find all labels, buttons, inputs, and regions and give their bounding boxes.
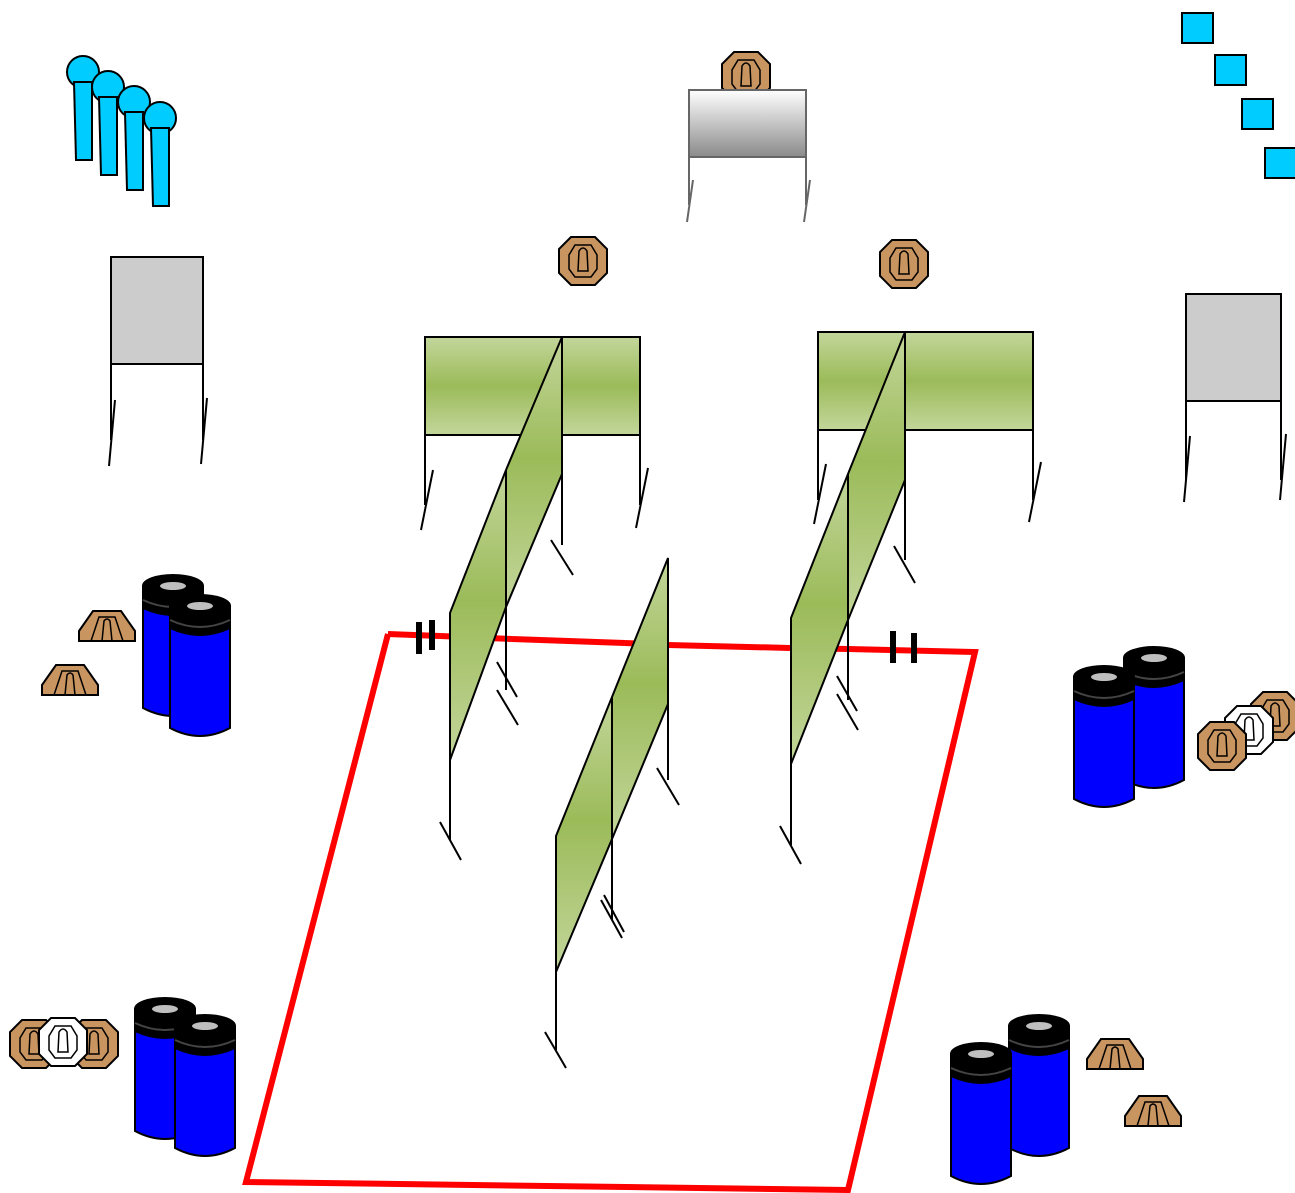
barrel-icon	[169, 594, 231, 737]
barricade-icon	[686, 89, 811, 223]
barrel-icon	[950, 1042, 1012, 1185]
octagon-target-icon	[1086, 1038, 1144, 1070]
no-shoot-target-icon	[38, 1017, 88, 1067]
barrel-icon	[174, 1014, 236, 1157]
steel-plate-icon	[1241, 98, 1274, 130]
octagon-target-icon	[879, 239, 929, 289]
steel-plate-icon	[1264, 147, 1295, 179]
wall-panel-icon	[544, 696, 625, 1069]
wall-panel-icon	[779, 473, 859, 865]
steel-plate-icon	[1214, 54, 1247, 86]
octagon-target-icon	[41, 664, 99, 696]
barricade-icon	[108, 256, 208, 467]
octagon-target-icon	[78, 610, 136, 642]
wall-panel-icon	[813, 331, 1042, 525]
octagon-target-icon	[558, 236, 608, 286]
octagon-target-icon	[1197, 721, 1247, 771]
steel-popper-icon	[117, 85, 151, 191]
steel-plate-icon	[1181, 12, 1214, 44]
steel-popper-icon	[143, 101, 177, 207]
barrel-icon	[1008, 1014, 1070, 1157]
steel-popper-icon	[66, 55, 100, 161]
barrel-icon	[1073, 665, 1135, 808]
wall-panel-icon	[439, 469, 519, 861]
octagon-target-icon	[1124, 1095, 1182, 1127]
start-marker-icon	[890, 631, 917, 663]
start-marker-icon	[416, 620, 435, 654]
barricade-icon	[1183, 293, 1287, 503]
wall-panel-icon	[611, 557, 680, 840]
steel-popper-icon	[91, 70, 125, 176]
